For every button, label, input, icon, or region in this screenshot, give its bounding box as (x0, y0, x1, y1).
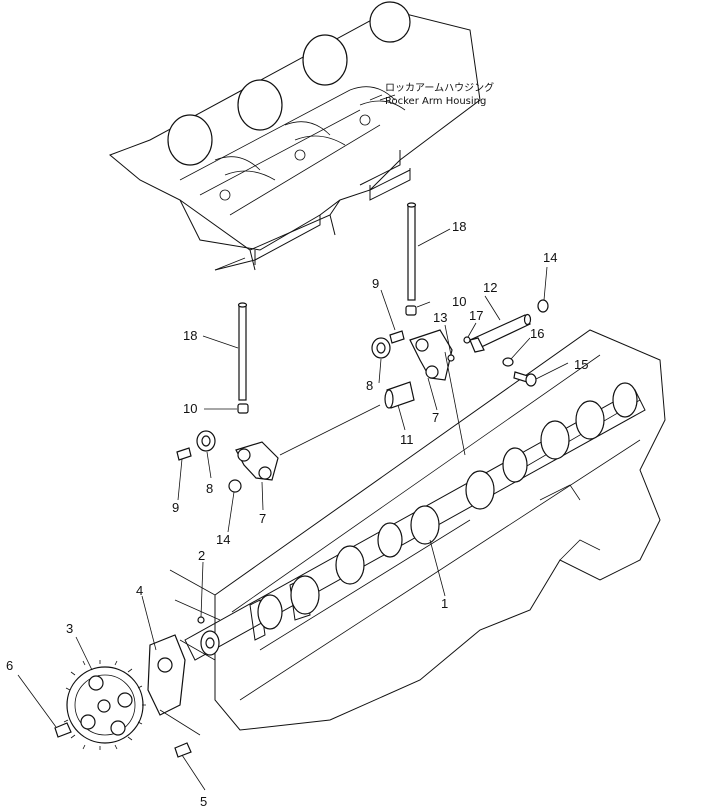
camshaft (184, 382, 646, 661)
callout-2: 2 (198, 548, 205, 563)
sleeve-11 (384, 381, 415, 409)
callout-11: 11 (400, 432, 414, 447)
housing-reference-lines (214, 94, 411, 271)
bolt-15 (513, 371, 537, 387)
callout-13: 13 (433, 310, 447, 325)
leader-lines (17, 94, 569, 791)
cylinder-head-assembly (109, 1, 481, 271)
pin-lower (176, 447, 192, 461)
bushing-upper-bore (376, 342, 386, 354)
callout-3: 3 (66, 621, 73, 636)
pushrod-lower (237, 302, 248, 401)
snap-ring-upper (537, 299, 549, 313)
bolt-5 (174, 742, 192, 758)
cam-gear (63, 660, 146, 750)
callout-8-upper: 8 (366, 378, 373, 393)
washer-16 (502, 357, 514, 367)
callout-17: 17 (469, 308, 483, 323)
key-2 (197, 616, 205, 624)
nut-13 (447, 354, 455, 362)
callout-14-lower: 14 (216, 532, 230, 547)
cam-follower-upper (409, 329, 453, 381)
callout-15: 15 (574, 357, 588, 372)
callout-7-upper: 7 (432, 410, 439, 425)
bolt-6 (54, 722, 72, 738)
callout-9-upper: 9 (372, 276, 379, 291)
follower-shaft (469, 313, 532, 353)
housing-label-english: Rocker Arm Housing (385, 96, 486, 107)
pushrod-cap-lower (237, 403, 249, 414)
callout-7-lower: 7 (259, 511, 266, 526)
callout-6: 6 (6, 658, 13, 673)
callout-14-upper: 14 (543, 250, 557, 265)
bushing-lower-bore (201, 435, 211, 447)
part-17 (463, 336, 471, 344)
callout-labels: 1 2 3 4 5 6 7 7 8 8 9 9 10 10 11 12 13 1… (6, 219, 588, 809)
callout-5: 5 (200, 794, 207, 809)
engine-block-outline (169, 329, 666, 731)
callout-10-lower: 10 (183, 401, 197, 416)
callout-18-upper: 18 (452, 219, 466, 234)
housing-label-japanese: ロッカアームハウジング (385, 81, 494, 94)
callout-18-lower: 18 (183, 328, 197, 343)
callout-16: 16 (530, 326, 544, 341)
thrust-plate (147, 634, 186, 716)
snap-ring-lower (228, 479, 242, 493)
pin-upper (389, 330, 405, 344)
callout-10-upper: 10 (452, 294, 466, 309)
callout-1: 1 (441, 596, 448, 611)
pushrod-cap-upper (405, 305, 417, 316)
callout-9-lower: 9 (172, 500, 179, 515)
callout-4: 4 (136, 583, 143, 598)
pushrod-upper (406, 202, 417, 301)
callout-12: 12 (483, 280, 497, 295)
callout-8-lower: 8 (206, 481, 213, 496)
cam-follower-lower (235, 441, 279, 481)
